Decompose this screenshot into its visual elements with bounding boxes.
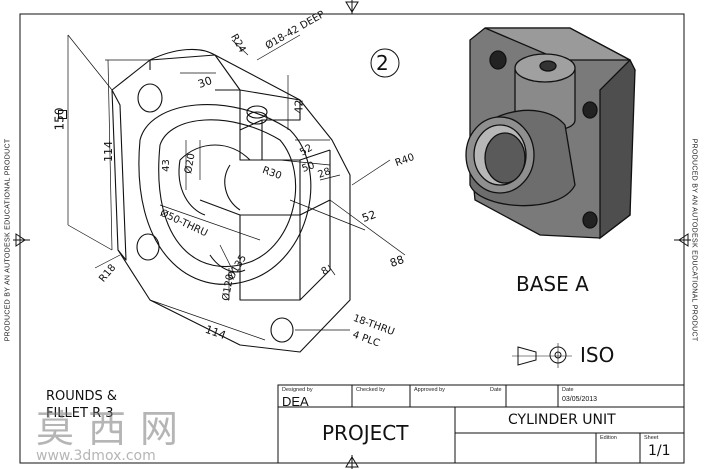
projection-label: ISO (580, 343, 615, 367)
square-symbol (58, 110, 67, 119)
dim-42: 42 (292, 99, 306, 114)
date-label-approved: Date (490, 387, 502, 393)
projection-symbol (512, 343, 572, 368)
designed-by-label: Designed by (282, 387, 313, 393)
sheet-label: Sheet (644, 435, 659, 441)
dim-43: 43 (160, 159, 172, 172)
isometric-drawing (111, 48, 351, 353)
side-note-left: PRODUCED BY AN AUTODESK EDUCATIONAL PROD… (4, 138, 12, 342)
shaded-render (465, 27, 636, 240)
checked-by-label: Checked by (356, 387, 386, 393)
edition-label: Edition (600, 435, 617, 441)
part-name: BASE A (516, 272, 589, 296)
center-marks (13, 0, 691, 469)
dimension-lines (67, 34, 406, 341)
view-number-circle (370, 48, 400, 78)
side-note-right: PRODUCED BY AN AUTODESK EDUCATIONAL PROD… (690, 138, 698, 342)
project: PROJECT (322, 421, 409, 445)
date-label: Date (562, 387, 574, 393)
dim-114-left: 114 (102, 141, 115, 162)
watermark-url: www.3dmox.com (36, 448, 156, 464)
title-block-lines (277, 384, 685, 464)
drawing-title: CYLINDER UNIT (508, 412, 616, 428)
watermark-cn: 莫西网 (36, 407, 193, 451)
approved-by-label: Approved by (414, 387, 445, 393)
designed-by: DEA (282, 394, 309, 409)
sheet-number: 1/1 (648, 443, 671, 459)
general-notes: ROUNDS & FILLET R 3 (46, 389, 118, 421)
view-number: 2 (376, 51, 389, 75)
date-value: 03/05/2013 (562, 396, 598, 403)
